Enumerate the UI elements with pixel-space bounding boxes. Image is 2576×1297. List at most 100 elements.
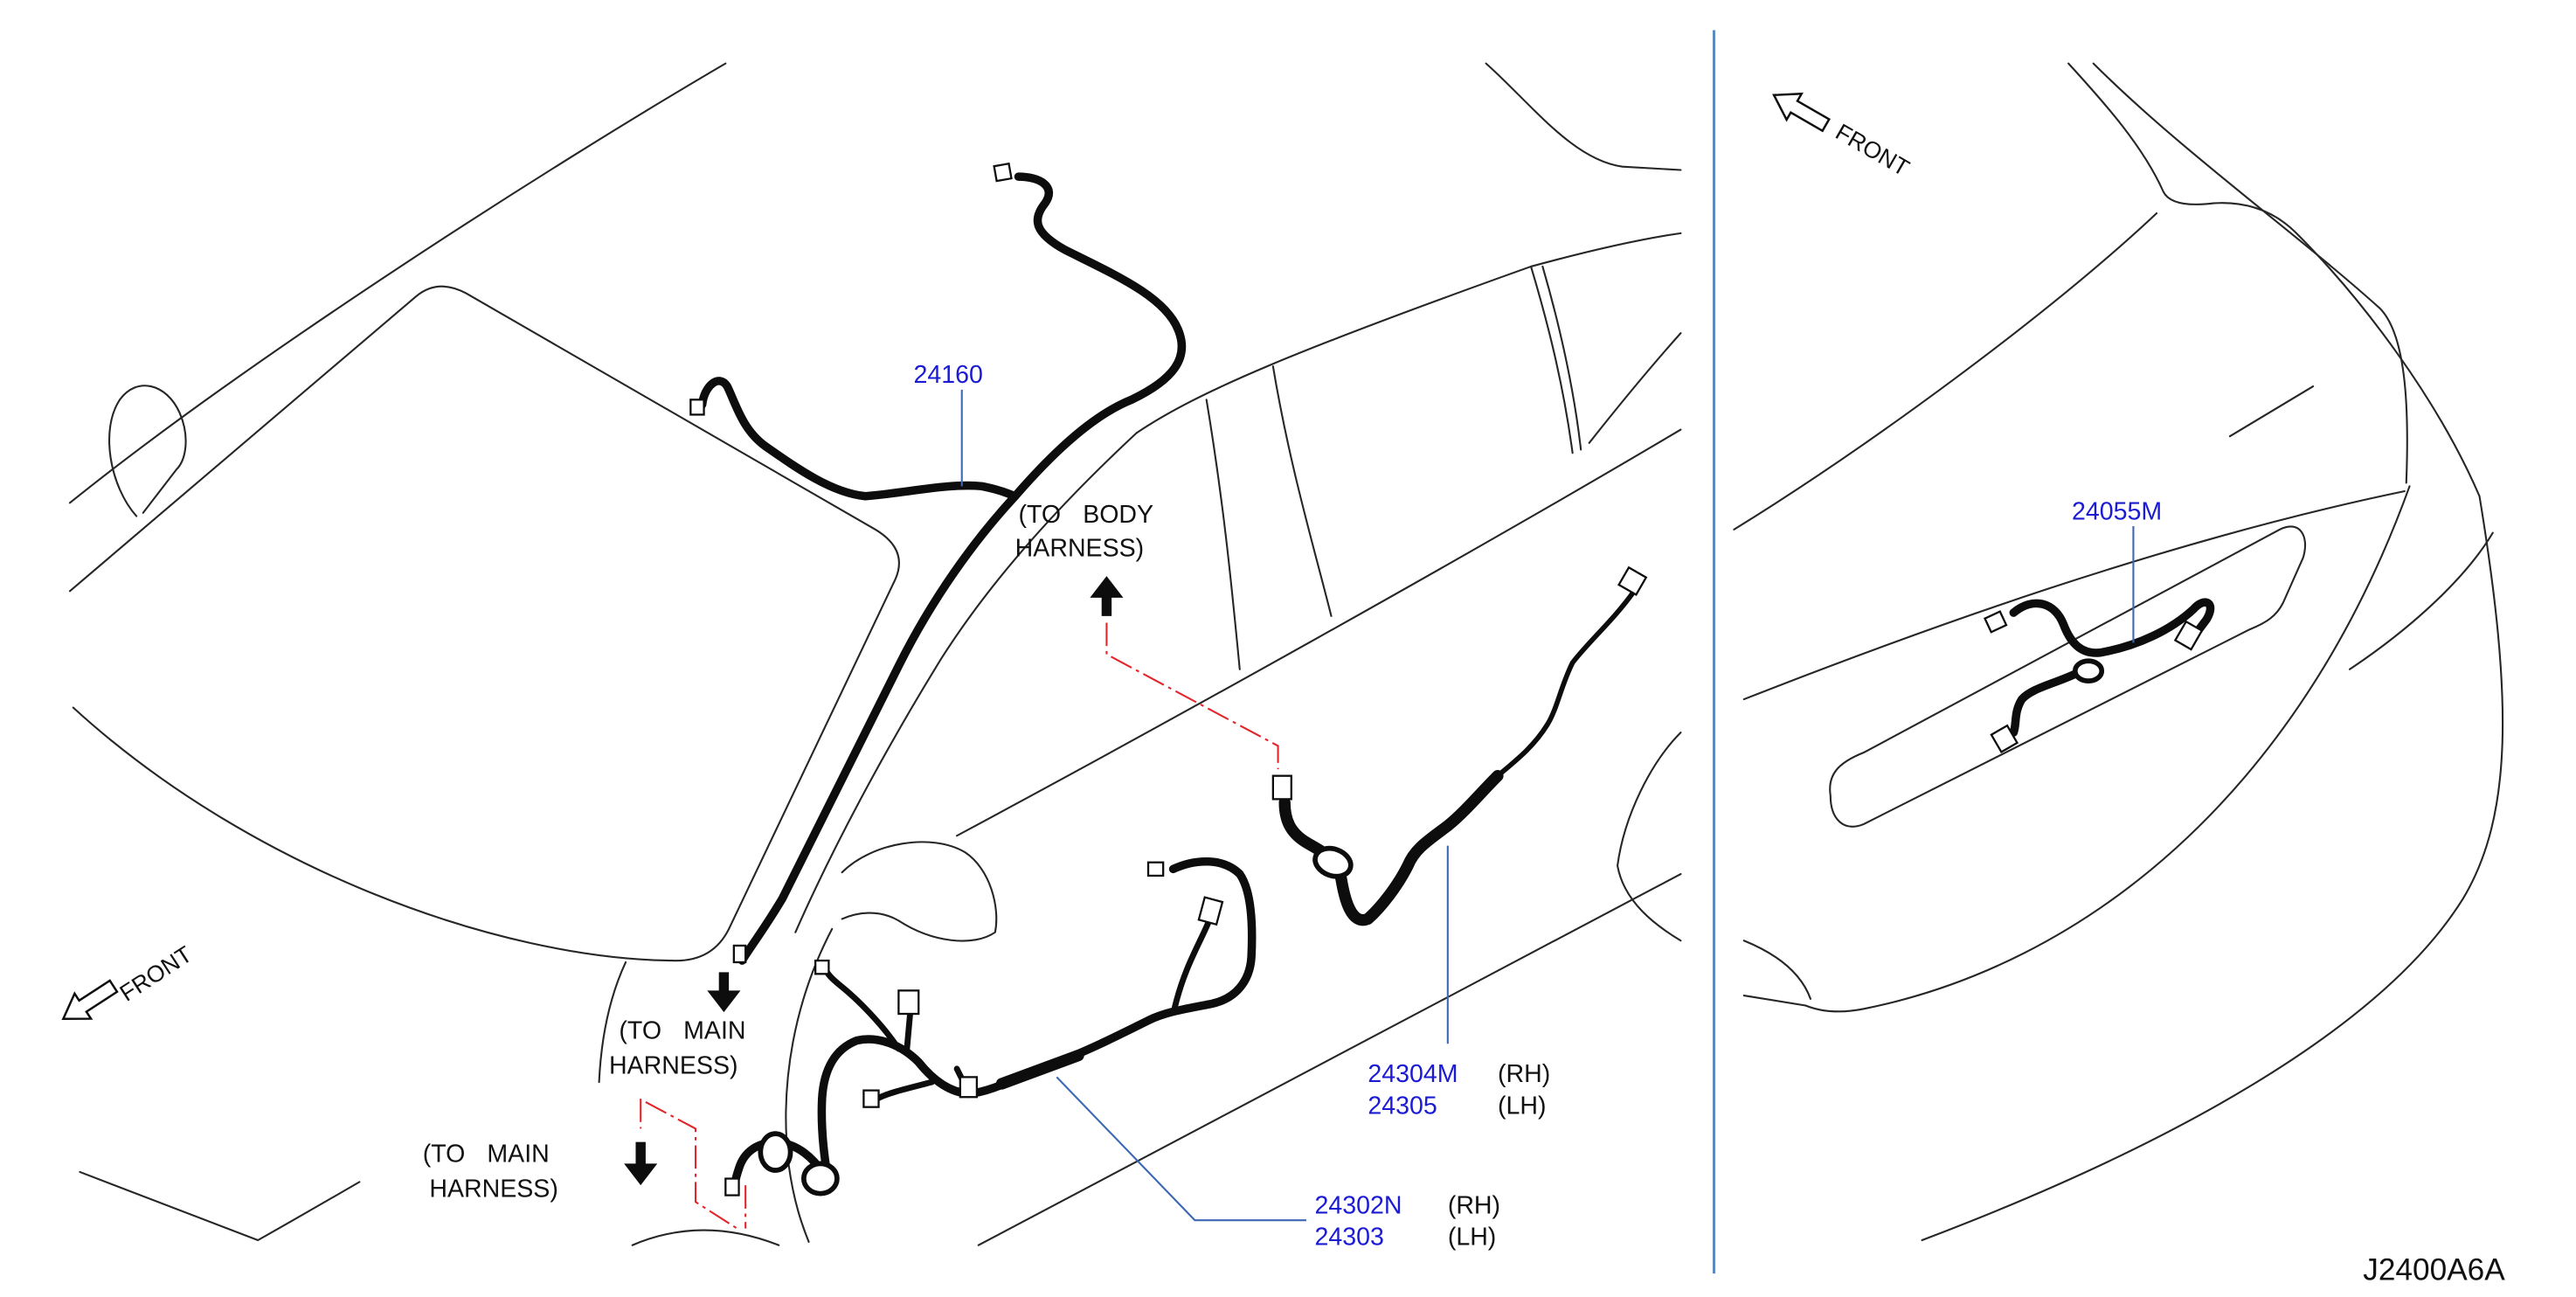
connector-c — [814, 959, 830, 975]
arrow-down-icon — [718, 972, 730, 995]
grommet — [1312, 845, 1354, 879]
front-indicator-right: FRONT — [1772, 92, 1915, 182]
to-body-harness-arrow — [1090, 576, 1124, 616]
part-number-24305[interactable]: 24305 — [1368, 1092, 1437, 1120]
harness-24302N-branch-1 — [1172, 916, 1213, 1010]
harness-24302N-sleeve — [995, 1049, 1084, 1090]
connector-left — [1983, 610, 2008, 634]
to-main-harness-upper-line2: HARNESS) — [609, 1052, 738, 1080]
side-lh-label: (LH) — [1448, 1224, 1497, 1252]
front-indicator-left: FRONT — [61, 941, 197, 1020]
diagram-code: J2400A6A — [2363, 1253, 2505, 1287]
quarter-window-line — [1588, 332, 1682, 444]
rear-roof-line — [1733, 212, 2158, 531]
connector-top — [1617, 565, 1648, 597]
license-plate-recess — [1829, 525, 2307, 828]
c-pillar-line-2 — [1541, 265, 1582, 451]
connector-left — [689, 399, 705, 416]
b-pillar-rear-line — [1271, 365, 1333, 617]
connector-f — [862, 1089, 880, 1108]
connector-lower — [1990, 724, 2019, 754]
harness-24160-branch — [697, 377, 1020, 501]
rear-view-body-outline — [1733, 62, 2504, 1242]
connection-line-body-harness — [1105, 622, 1279, 770]
arrow-up-icon — [1101, 594, 1112, 616]
wheel-arch-line — [631, 1229, 780, 1246]
windshield-outline — [68, 285, 900, 962]
front-label: FRONT — [1832, 119, 1915, 182]
to-main-harness-arrow-lower — [624, 1141, 658, 1186]
rear-roof-line — [1485, 62, 1682, 171]
harness-24160-trunk — [737, 172, 1187, 965]
connector-right — [2173, 620, 2204, 651]
harness-24302N-branch-5 — [874, 1079, 935, 1102]
trunk-lid-line — [1742, 489, 2406, 701]
harness-24302N — [724, 857, 1257, 1196]
connector-e — [959, 1076, 979, 1099]
arrow-head — [624, 1163, 658, 1186]
side-mirror-outline — [841, 841, 998, 942]
harness-24055M-branch — [2009, 662, 2095, 737]
grommet-1 — [758, 1131, 793, 1173]
side-rh-label: (RH) — [1448, 1192, 1500, 1220]
to-main-harness-lower-line2: HARNESS) — [429, 1175, 558, 1203]
c-pillar-line — [2092, 62, 2408, 484]
rear-pillar-line — [2067, 62, 2481, 497]
door-front-edge-line — [785, 927, 834, 1243]
side-roof-line — [1135, 232, 1682, 434]
arrow-down-icon — [635, 1141, 646, 1166]
rear-body-lower-line — [1921, 495, 2504, 1242]
to-main-harness-arrow-upper — [707, 972, 741, 1013]
rear-view-panel: FRONT 24055M — [1733, 62, 2504, 1242]
to-main-harness-lower-line1: (TO MAIN — [423, 1141, 550, 1169]
harness-24304M — [1271, 565, 1648, 926]
connector-bottom — [732, 944, 747, 964]
arrow-head — [707, 990, 741, 1013]
front-view-panel: FRONT 24160 (TO BODY HARNESS) (TO MAIN — [61, 62, 1682, 1252]
part-number-24304M[interactable]: 24304M — [1368, 1060, 1458, 1088]
bumper-corner-line — [1742, 940, 1812, 1000]
roof-edge-line — [68, 62, 727, 504]
front-arrow-icon — [61, 979, 119, 1020]
door-lower-line — [977, 872, 1682, 1246]
connector-g — [724, 1177, 740, 1196]
connection-line-main-harness-2 — [645, 1101, 738, 1230]
connector-bottom — [1271, 774, 1292, 801]
front-view-body-outline — [68, 62, 1682, 1246]
harness-24304M-upper — [1495, 588, 1637, 779]
to-main-harness-upper-line1: (TO MAIN — [619, 1017, 745, 1045]
connector-top — [993, 162, 1013, 183]
a-pillar-line — [794, 432, 1138, 933]
rear-wheel-arch-line — [1617, 732, 1682, 942]
cowl-line — [598, 961, 627, 1084]
hood-lower-line — [79, 1170, 361, 1242]
rear-fender-line — [2348, 531, 2494, 670]
side-rh-label: (RH) — [1498, 1060, 1550, 1088]
trunk-detail-line — [2228, 385, 2315, 438]
harness-24055M — [1983, 598, 2215, 754]
leader-line-24302N — [1056, 1076, 1306, 1222]
connector-b — [1197, 896, 1224, 926]
belt-line — [955, 428, 1682, 837]
front-arrow-icon — [1772, 92, 1831, 133]
harness-24302N-branch-3 — [904, 1009, 914, 1052]
grommet-2 — [800, 1161, 840, 1196]
part-number-24302N[interactable]: 24302N — [1314, 1192, 1402, 1220]
grommet — [2072, 658, 2105, 683]
harness-24055M-main — [2009, 598, 2215, 657]
interior-mirror-outline — [108, 385, 187, 517]
c-pillar-line-1 — [1529, 265, 1574, 454]
side-lh-label: (LH) — [1498, 1092, 1547, 1120]
harness-24160 — [689, 162, 1187, 965]
connector-a — [1146, 861, 1165, 877]
bumper-lower-corner-line — [1742, 995, 1807, 1007]
part-number-24055M[interactable]: 24055M — [2072, 497, 2162, 525]
front-label: FRONT — [115, 941, 197, 1007]
to-body-harness-line2: HARNESS) — [1015, 534, 1145, 562]
harness-24304M-lower — [1278, 770, 1504, 926]
part-number-24303[interactable]: 24303 — [1314, 1224, 1383, 1252]
arrow-head — [1090, 576, 1124, 598]
part-number-24160[interactable]: 24160 — [914, 361, 983, 389]
to-body-harness-line1: (TO BODY — [1018, 501, 1153, 529]
